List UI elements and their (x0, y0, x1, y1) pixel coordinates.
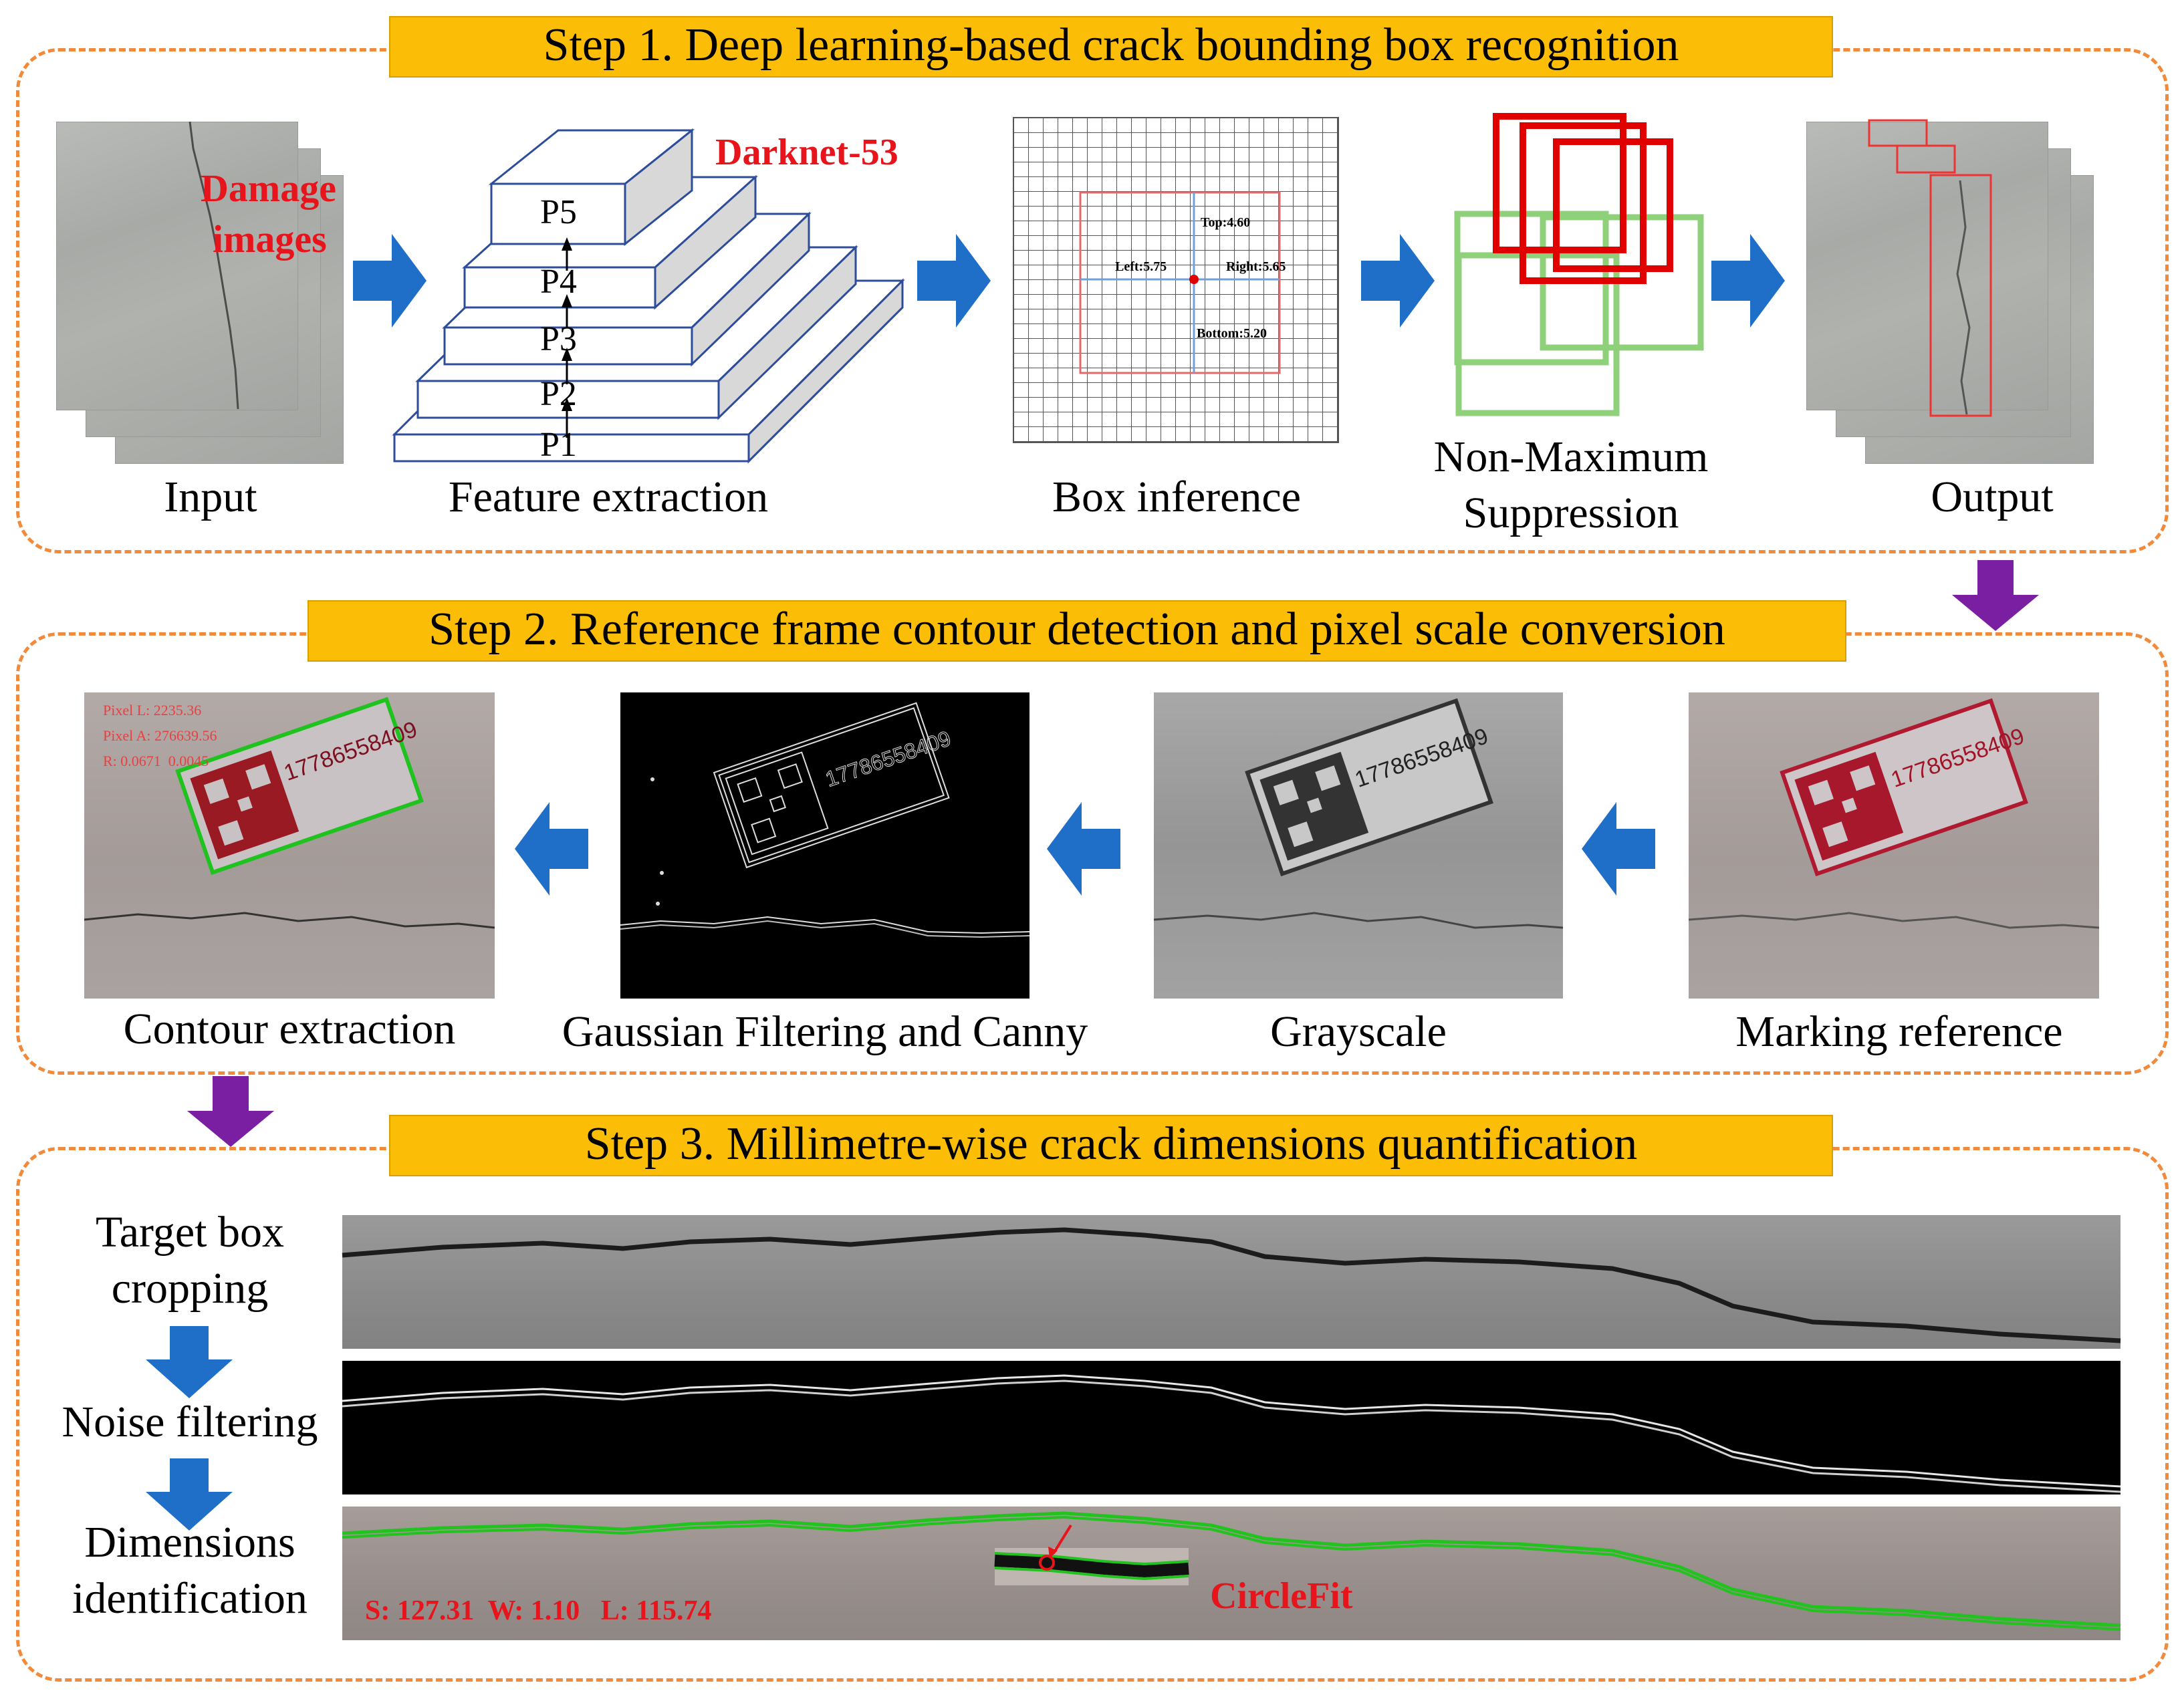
cropped-crack-line (342, 1227, 2121, 1343)
measure-pixel-a: Pixel A: 276639.56 (103, 727, 217, 744)
box-top: Top:4.60 (1201, 215, 1251, 230)
dimension-result: S: 127.31 W: 1.10 L: 115.74 (365, 1595, 712, 1626)
stage-crop-1: Target box (96, 1208, 284, 1257)
output-image-front (1806, 122, 2048, 410)
arrow-down-blue-1 (146, 1326, 233, 1398)
pyramid-level-p5: P5 (540, 193, 577, 231)
label-nms-1: Non-Maximum (1433, 432, 1709, 481)
arrow-right-4 (1711, 234, 1785, 328)
canny-edges (620, 702, 1030, 938)
step2-title: Step 2. Reference frame contour detectio… (308, 600, 1846, 662)
pyramid-level-p4: P4 (540, 263, 577, 301)
label-grayscale: Grayscale (1270, 1007, 1447, 1056)
dimension-contour (342, 1511, 2121, 1631)
arrow-down-purple-2 (187, 1076, 274, 1147)
nms-boxes (1454, 113, 1704, 416)
damage-label-1: Damage (201, 166, 336, 210)
canny-edge-image (620, 692, 1029, 999)
arrow-right-1 (353, 234, 427, 328)
stage-dim-2: identification (72, 1574, 308, 1623)
arrow-left-1 (515, 802, 588, 896)
label-gaussian-canny: Gaussian Filtering and Canny (562, 1007, 1088, 1056)
arrow-down-blue-2 (146, 1458, 233, 1531)
arrow-down-purple-1 (1952, 560, 2039, 631)
output-detections (1868, 119, 1992, 417)
box-bottom: Bottom:5.20 (1197, 326, 1267, 341)
stage-noise: Noise filtering (62, 1398, 318, 1446)
arrow-left-2 (1047, 802, 1120, 896)
pyramid-level-p1: P1 (540, 426, 577, 464)
feature-pyramid (392, 128, 905, 464)
stage-crop-2: cropping (111, 1264, 269, 1313)
box-right: Right:5.65 (1226, 259, 1286, 274)
step1-title: Step 1. Deep learning-based crack boundi… (389, 16, 1833, 78)
input-crack (189, 121, 239, 410)
label-nms-2: Suppression (1463, 489, 1679, 537)
arrow-left-3 (1582, 802, 1655, 896)
pyramid-level-p3: P3 (540, 320, 577, 358)
arrow-right-2 (917, 234, 991, 328)
step3-title: Step 3. Millimetre-wise crack dimensions… (389, 1115, 1833, 1176)
arrow-right-3 (1361, 234, 1435, 328)
box-inference-grid (1013, 117, 1339, 443)
contour-marker (84, 696, 495, 929)
damage-image-front (56, 122, 298, 410)
measure-ratio: R: 0.0671 0.0045 (103, 753, 209, 769)
label-box-inference: Box inference (1052, 473, 1301, 521)
noise-filtered-image (342, 1361, 2120, 1494)
marking-marker (1688, 698, 2100, 929)
box-left: Left:5.75 (1115, 259, 1167, 274)
label-marking-reference: Marking reference (1735, 1007, 2063, 1056)
network-name: Darknet-53 (715, 132, 898, 173)
label-input: Input (164, 473, 257, 521)
label-feature-extraction: Feature extraction (448, 473, 769, 521)
grayscale-marker (1153, 698, 1564, 929)
label-output: Output (1931, 473, 2054, 521)
cropped-crack-image (342, 1215, 2120, 1349)
circlefit-label: CircleFit (1210, 1575, 1353, 1617)
stage-dim-1: Dimensions (84, 1518, 295, 1567)
label-contour-extraction: Contour extraction (123, 1005, 456, 1053)
noise-filtered-edges (342, 1374, 2121, 1493)
measure-pixel-l: Pixel L: 2235.36 (103, 702, 202, 719)
damage-label-2: images (213, 217, 327, 261)
pyramid-level-p2: P2 (540, 375, 577, 413)
